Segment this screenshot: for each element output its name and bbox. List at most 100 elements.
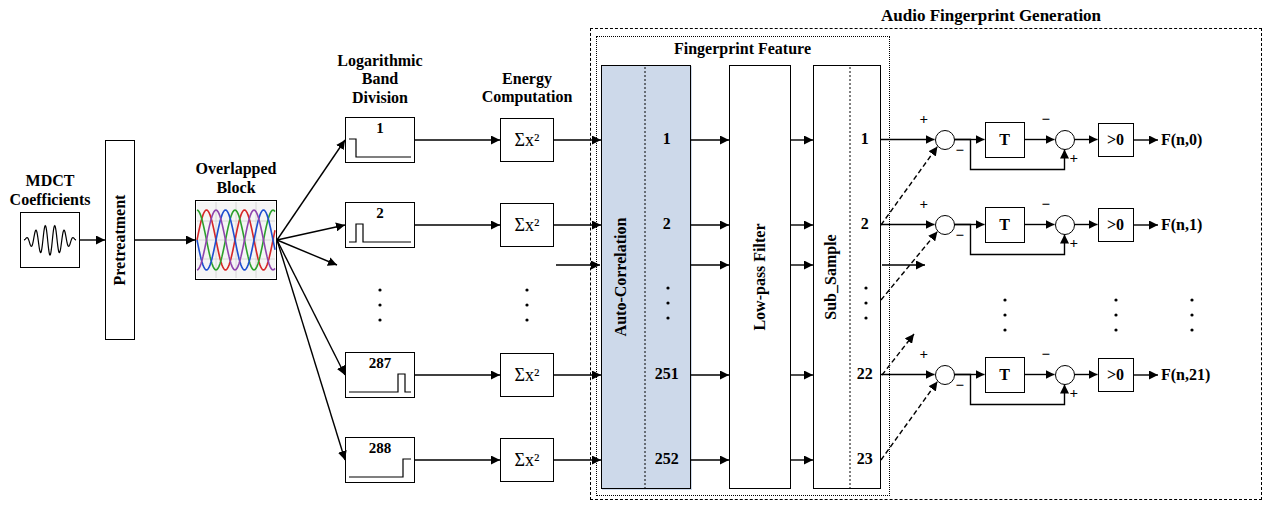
- sign-label: −: [956, 228, 965, 243]
- input-box: MDCT Coefficients: [20, 212, 80, 268]
- band-filter-box: 2: [345, 202, 415, 248]
- layout-part: [349, 459, 411, 477]
- box-label: Σx²: [515, 365, 540, 386]
- connector-arrow: [691, 459, 729, 460]
- node-heading: Audio Fingerprint Generation: [881, 6, 1101, 26]
- layout-part: [525, 318, 528, 321]
- energy-box: Σx²: [500, 203, 554, 247]
- layout-part: [1003, 298, 1006, 301]
- layout-part: [1114, 328, 1117, 331]
- channel-number: 251: [655, 365, 679, 383]
- column-heading: Logarithmic Band Division: [337, 52, 422, 107]
- layout-part: [197, 259, 275, 260]
- delay-box: T: [985, 207, 1025, 243]
- box-label: Low-pass Filter: [751, 223, 769, 330]
- box-label: Sub_Sample: [822, 234, 840, 319]
- channel-number: 22: [857, 365, 873, 383]
- layout-part: [1134, 374, 1158, 375]
- connector-arrow: [554, 224, 601, 225]
- layout-part: [197, 221, 275, 222]
- connector-arrow: [135, 239, 195, 240]
- output-label: F(n,1): [1161, 216, 1202, 234]
- layout-part: [1190, 298, 1193, 301]
- layout-part: [864, 286, 867, 289]
- connector-arrow: [691, 264, 729, 265]
- threshold-box: >0: [1098, 358, 1134, 392]
- threshold-box: >0: [1098, 208, 1134, 242]
- connector-arrow: [691, 224, 729, 225]
- connector-arrow: [554, 459, 601, 460]
- threshold-box: >0: [1098, 123, 1134, 157]
- connector-arrow: [80, 239, 105, 240]
- box-label: 2: [376, 205, 384, 222]
- group-region: Audio Fingerprint GenerationFingerprint …: [590, 28, 1262, 500]
- connector-arrow: [415, 374, 500, 375]
- sign-label: −: [956, 143, 965, 158]
- adder-circle: −+: [1055, 130, 1075, 150]
- box-label: Σx²: [515, 450, 540, 471]
- energy-box: Σx²: [500, 353, 554, 397]
- layout-part: [525, 303, 528, 306]
- sign-label: +: [920, 347, 929, 362]
- connector-arrow: [791, 459, 813, 460]
- layout-part: [1134, 139, 1158, 140]
- layout-part: [1190, 313, 1193, 316]
- delay-box: T: [985, 122, 1025, 158]
- channel-number: 1: [861, 130, 869, 148]
- layout-part: [525, 288, 528, 291]
- box-label: Auto-Correlation: [612, 218, 630, 337]
- adder-circle: +−: [935, 365, 955, 385]
- connector-arrow: [791, 374, 813, 375]
- adder-circle: +−: [935, 215, 955, 235]
- layout-part: [1134, 224, 1158, 225]
- layout-part: [1114, 313, 1117, 316]
- node-heading: Overlapped Block: [196, 160, 277, 197]
- sign-label: +: [920, 197, 929, 212]
- connector-arrow: [1075, 374, 1098, 375]
- sign-label: −: [956, 378, 965, 393]
- process-box: Sub_Sample122223: [813, 65, 881, 489]
- connector-arrow: [554, 374, 601, 375]
- box-label: T: [999, 130, 1010, 148]
- connector-arrow: [1075, 139, 1098, 140]
- waveform: [197, 210, 275, 270]
- layout-part: [882, 264, 925, 265]
- layout-part: [666, 316, 669, 319]
- connector-arrow: [277, 225, 345, 240]
- box-label: T: [999, 215, 1010, 233]
- output-label: F(n,21): [1161, 366, 1210, 384]
- energy-box: Σx²: [500, 438, 554, 482]
- sign-label: +: [1070, 386, 1079, 401]
- delay-box: T: [985, 357, 1025, 393]
- layout-part: [864, 316, 867, 319]
- connector-arrow: [277, 240, 345, 375]
- waveform: [197, 210, 275, 270]
- box-label: 1: [376, 120, 384, 137]
- plot-ground: [197, 202, 275, 278]
- output-label: F(n,0): [1161, 131, 1202, 149]
- sign-label: +: [920, 112, 929, 127]
- channel-number: 2: [861, 215, 869, 233]
- adder-circle: −+: [1055, 215, 1075, 235]
- connector-arrow: [791, 224, 813, 225]
- box-label: T: [999, 365, 1010, 383]
- process-box: Auto-Correlation12251252: [601, 65, 691, 489]
- connector-arrow: [415, 459, 500, 460]
- channel-number: 1: [663, 130, 671, 148]
- connector-arrow: [415, 139, 500, 140]
- layout-part: [666, 286, 669, 289]
- block-fill: [602, 66, 692, 490]
- filter-shape: [349, 139, 411, 477]
- layout-part: [1003, 328, 1006, 331]
- layout-part: [1114, 298, 1117, 301]
- connector-arrow: [791, 264, 813, 265]
- sign-label: +: [1070, 236, 1079, 251]
- waveform: [24, 226, 76, 255]
- sign-label: −: [1042, 197, 1051, 212]
- layout-part: [864, 301, 867, 304]
- adder-circle: −+: [1055, 365, 1075, 385]
- box-label: Pretreatment: [111, 195, 129, 286]
- group-region: Fingerprint FeatureAuto-Correlation12251…: [596, 36, 890, 496]
